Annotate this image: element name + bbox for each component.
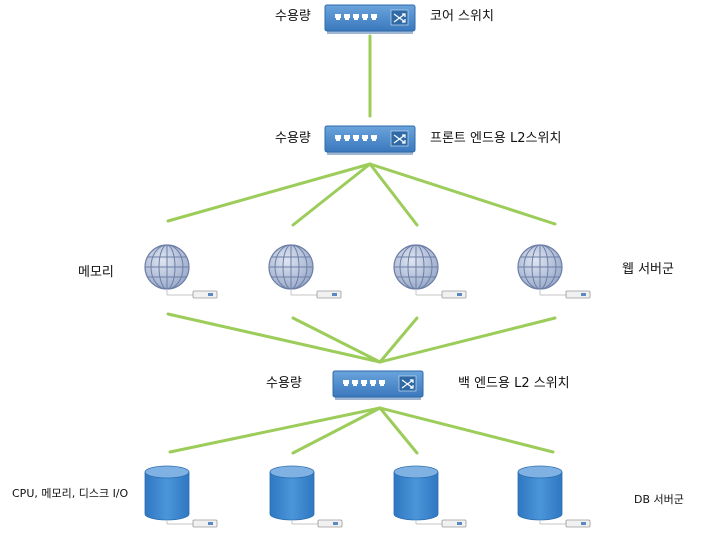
database-cylinder-icon xyxy=(393,465,467,528)
front-switch-capacity-label: 수용량 xyxy=(275,131,311,146)
server-device-icon xyxy=(167,290,218,299)
back-switch-icon xyxy=(332,370,424,400)
back-switch-name: 백 엔드용 L2 스위치 xyxy=(458,376,570,391)
db-resources-label: CPU, 메모리, 디스크 I/O xyxy=(12,487,129,500)
core-switch-icon xyxy=(324,4,416,34)
server-device-icon xyxy=(292,519,343,528)
link-front-web-1 xyxy=(166,162,372,223)
link-back-db-3 xyxy=(378,406,419,455)
link-back-db-2 xyxy=(291,406,382,455)
web-server-group-label: 웹 서버군 xyxy=(622,262,674,277)
web-server-globe-icon xyxy=(268,244,342,299)
link-back-db-1 xyxy=(168,406,382,454)
server-device-icon xyxy=(416,519,467,528)
server-device-icon xyxy=(167,519,218,528)
network-links xyxy=(166,34,557,455)
server-device-icon xyxy=(291,290,342,299)
db-server-group-label: DB 서버군 xyxy=(634,493,684,506)
web-server-globe-icon xyxy=(393,244,467,299)
link-front-web-4 xyxy=(368,162,557,226)
link-front-web-3 xyxy=(368,162,419,227)
server-device-icon xyxy=(540,290,591,299)
web-memory-label: 메모리 xyxy=(78,265,114,280)
core-switch-name: 코어 스위치 xyxy=(430,9,494,24)
database-cylinder-icon xyxy=(517,465,591,528)
web-server-globe-icon xyxy=(517,244,591,299)
link-web3-back xyxy=(378,316,419,364)
core-switch-capacity-label: 수용량 xyxy=(275,9,311,24)
web-server-globe-icon xyxy=(144,244,218,299)
server-device-icon xyxy=(416,290,467,299)
front-switch-icon xyxy=(324,125,416,155)
database-cylinder-icon xyxy=(269,465,343,528)
link-web2-back xyxy=(291,316,382,364)
link-web1-back xyxy=(166,312,382,364)
database-cylinder-icon xyxy=(144,465,218,528)
link-back-db-4 xyxy=(378,406,555,454)
link-web4-back xyxy=(378,316,557,364)
server-device-icon xyxy=(540,519,591,528)
back-switch-capacity-label: 수용량 xyxy=(266,376,302,391)
link-front-web-2 xyxy=(291,162,372,227)
front-switch-name: 프론트 엔드용 L2스위치 xyxy=(430,131,562,146)
